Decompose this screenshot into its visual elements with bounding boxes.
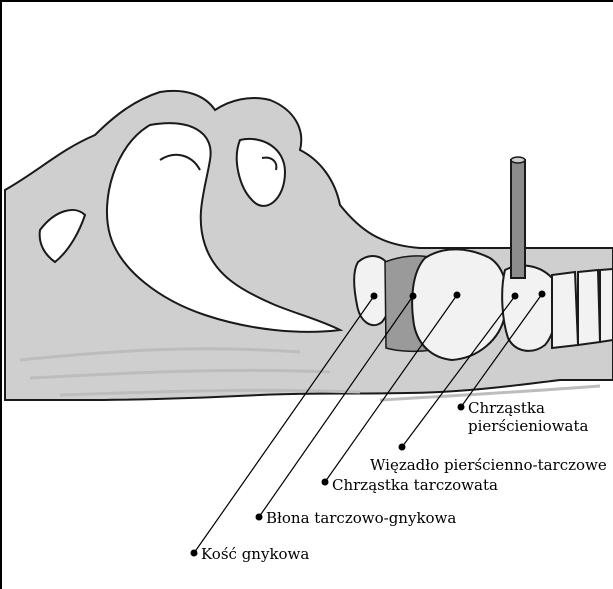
label-thyrohyoid-membrane: Błona tarczowo-gnykowa	[266, 509, 456, 527]
label-cricoid-line2: pierścieniowata	[468, 417, 589, 435]
trachea-rings	[552, 269, 613, 348]
needle	[511, 157, 525, 278]
label-cricoid-line1: Chrząstka	[468, 399, 545, 417]
label-hyoid-bone: Kość gnykowa	[201, 545, 309, 563]
label-thyroid-cartilage: Chrząstka tarczowata	[332, 476, 498, 494]
label-cricothyroid-ligament: Więzadło pierścienno-tarczowe	[370, 456, 607, 474]
